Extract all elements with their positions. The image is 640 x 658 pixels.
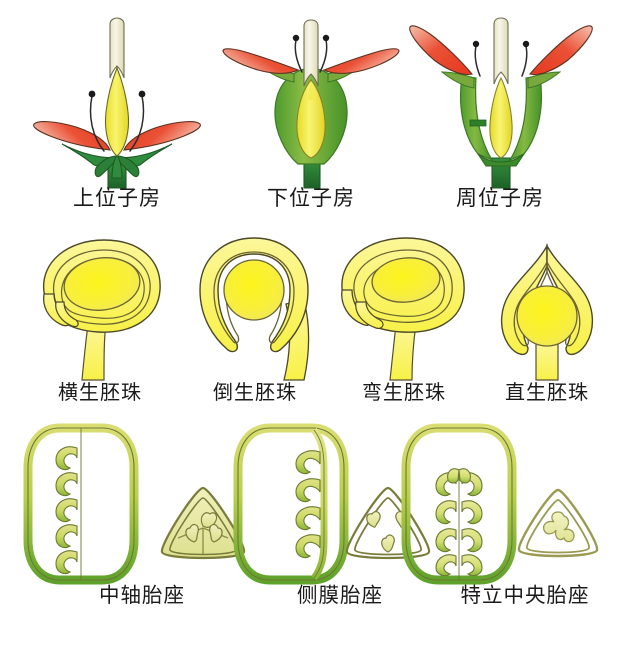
anther-left-icon	[292, 34, 300, 42]
figure-anatropous-ovule: 倒生胚珠	[180, 232, 330, 402]
free-central-cross-section-illustration	[517, 488, 599, 558]
figure-axile-placentation: 中轴胎座	[22, 422, 262, 606]
caption-campylotropous-ovule: 弯生胚珠	[362, 380, 446, 404]
axile-ovule-group	[55, 446, 78, 575]
orthotropous-ovule-illustration	[501, 243, 593, 381]
row-ovary-position: 上位子房	[0, 0, 640, 230]
row-placentation-types: 中轴胎座	[0, 420, 640, 658]
caption-inferior-ovary: 下位子房	[267, 186, 355, 210]
figure-perigynous-ovary: 周位子房	[404, 8, 596, 209]
caption-perigynous-ovary: 周位子房	[456, 186, 544, 210]
campylotropous-ovule-illustration	[341, 237, 465, 381]
anther-right-icon	[522, 40, 530, 48]
axile-placentation-illustration	[23, 423, 139, 585]
figure-inferior-ovary: 下位子房	[218, 8, 404, 209]
row-ovule-types: 横生胚珠	[0, 230, 640, 420]
figure-hemitropous-ovule: 横生胚珠	[20, 232, 180, 402]
perigynous-ovary-illustration	[409, 17, 593, 189]
anther-left-icon	[88, 90, 96, 98]
caption-free-central-placentation: 特立中央胎座	[460, 583, 590, 607]
inferior-ovary-illustration	[222, 19, 400, 189]
parietal-placentation-illustration	[233, 423, 349, 585]
caption-hemitropous-ovule: 横生胚珠	[58, 380, 142, 404]
anther-left-icon	[472, 40, 480, 48]
caption-orthotropous-ovule: 直生胚珠	[505, 380, 589, 404]
figure-superior-ovary: 上位子房	[22, 8, 212, 209]
axile-cross-section-illustration	[160, 486, 246, 560]
parietal-ovule-group	[295, 450, 321, 559]
superior-ovary-illustration	[33, 17, 201, 189]
figure-free-central-placentation: 特立中央胎座	[401, 422, 638, 607]
figure-parietal-placentation: 侧膜胎座	[228, 422, 458, 606]
free-central-placentation-illustration	[401, 423, 517, 585]
figure-campylotropous-ovule: 弯生胚珠	[328, 232, 480, 402]
caption-superior-ovary: 上位子房	[73, 186, 161, 210]
anther-right-icon	[322, 34, 330, 42]
free-central-ovule-group	[435, 468, 483, 577]
hemitropous-ovule-illustration	[42, 239, 161, 381]
figure-orthotropous-ovule: 直生胚珠	[472, 232, 622, 402]
caption-anatropous-ovule: 倒生胚珠	[213, 380, 297, 404]
figure-free-central-cross-section	[502, 482, 614, 568]
caption-parietal-placentation: 侧膜胎座	[297, 583, 383, 607]
anatropous-ovule-illustration	[199, 237, 310, 381]
anther-right-icon	[138, 90, 146, 98]
caption-axile-placentation: 中轴胎座	[99, 583, 185, 607]
figure-axile-cross-section	[148, 482, 258, 568]
